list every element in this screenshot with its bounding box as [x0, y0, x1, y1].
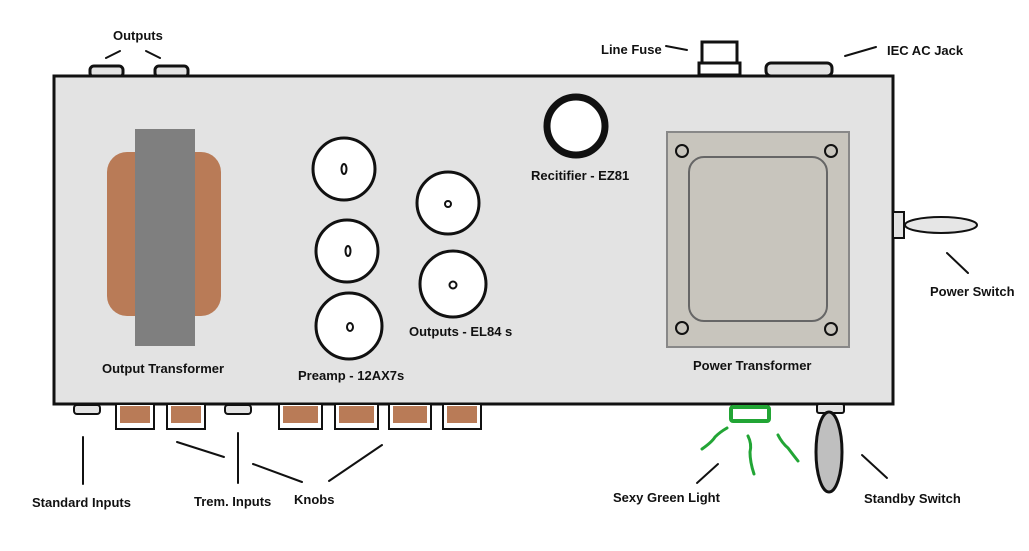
- output-transformer: [107, 129, 221, 346]
- label-power-switch: Power Switch: [930, 284, 1015, 299]
- output-tubes: [415, 170, 488, 319]
- knob: [334, 403, 379, 430]
- knobs: [115, 403, 482, 430]
- tube-el84: [418, 249, 488, 319]
- label-standby-switch: Standby Switch: [864, 491, 961, 506]
- label-rectifier: Recitifier - EZ81: [531, 168, 629, 183]
- knob: [388, 403, 432, 430]
- label-power-transformer: Power Transformer: [693, 358, 812, 373]
- tube-el84: [415, 170, 481, 236]
- output-jacks-top: [88, 64, 190, 79]
- leader-lines: [82, 45, 969, 485]
- tube-12ax7: [314, 218, 380, 284]
- mounting-hole: [675, 321, 689, 335]
- label-sexy-green-light: Sexy Green Light: [613, 490, 721, 505]
- tube-12ax7: [314, 291, 384, 361]
- knob: [166, 403, 206, 430]
- knob: [278, 403, 323, 430]
- preamp-tubes: [311, 136, 384, 361]
- label-output-transformer: Output Transformer: [102, 361, 224, 376]
- power-switch: [892, 211, 978, 239]
- mounting-hole: [675, 144, 689, 158]
- standby-switch: [814, 403, 845, 494]
- label-trem-inputs: Trem. Inputs: [194, 494, 271, 509]
- label-knobs: Knobs: [294, 492, 334, 507]
- label-preamp: Preamp - 12AX7s: [298, 368, 404, 383]
- knob: [115, 403, 155, 430]
- rectifier-tube: [543, 93, 609, 159]
- iec-ac-jack: [764, 61, 834, 78]
- power-transformer: [666, 131, 850, 348]
- label-outputs-top: Outputs: [113, 28, 163, 43]
- trem-input-jack: [224, 404, 252, 415]
- label-iec-ac-jack: IEC AC Jack: [887, 43, 964, 58]
- green-light: [700, 405, 800, 476]
- mounting-hole: [824, 322, 838, 336]
- mounting-hole: [824, 144, 838, 158]
- standard-input-jack: [73, 404, 101, 415]
- label-line-fuse: Line Fuse: [601, 42, 662, 57]
- tube-12ax7: [311, 136, 377, 202]
- label-outputs-el84: Outputs - EL84 s: [409, 324, 512, 339]
- line-fuse: [697, 40, 742, 77]
- label-standard-inputs: Standard Inputs: [32, 495, 131, 510]
- knob: [442, 403, 482, 430]
